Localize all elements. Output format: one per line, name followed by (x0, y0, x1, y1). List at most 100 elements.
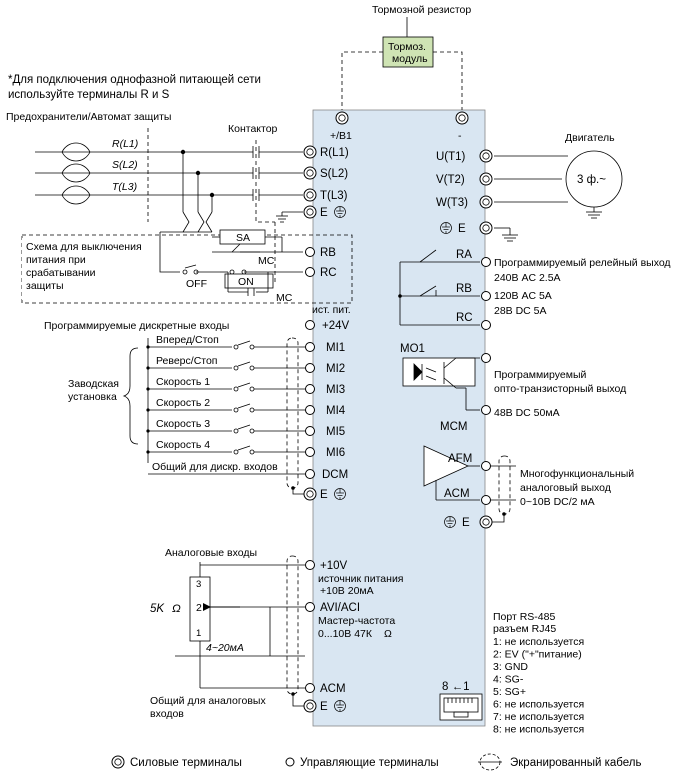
legend: Силовые терминалы Управляющие терминалы … (111, 753, 641, 771)
analog-out-line2: аналоговый выход (520, 482, 611, 494)
switch-label: Скорость 1 (156, 376, 210, 388)
terminal-mo1[interactable] (481, 353, 491, 363)
terminal-rb2[interactable] (481, 291, 491, 301)
protect-line2: питания при (26, 254, 86, 266)
terminal-mi1[interactable] (305, 342, 315, 352)
switch-label: Реверс/Стоп (156, 355, 218, 367)
terminal-avi[interactable] (305, 602, 315, 612)
pot-pin-2: 2 (196, 602, 202, 614)
terminal-w[interactable] (479, 195, 493, 209)
terminal-afm-label: AFM (448, 453, 472, 465)
terminal-e3[interactable] (479, 221, 493, 235)
protect-line1: Схема для выключения (26, 241, 142, 253)
ma-range-label: 4~20мА (206, 642, 244, 654)
terminal-dcm-label: DCM (322, 469, 348, 481)
terminal-e5[interactable] (303, 699, 317, 713)
terminal-minus[interactable] (455, 111, 469, 125)
terminal-mi4[interactable] (305, 405, 315, 415)
ground-icon (334, 206, 346, 218)
protect-line3: срабатывании (26, 267, 96, 279)
terminal-e4[interactable] (479, 515, 493, 529)
drive-body (312, 109, 486, 727)
supply-src-label: ист. пит. (312, 304, 351, 316)
factory-line1: Заводская (68, 378, 119, 390)
common-analog-line1: Общий для аналоговых (150, 695, 266, 707)
terminal-mi3[interactable] (305, 384, 315, 394)
terminal-rc-label: RC (320, 267, 337, 279)
on-label: ON (238, 276, 254, 288)
terminal-e1[interactable] (303, 205, 317, 219)
phase-t-label: T(L3) (112, 181, 137, 193)
terminal-t-label: T(L3) (320, 190, 348, 202)
brake-module (382, 36, 434, 68)
terminal-mi5[interactable] (305, 426, 315, 436)
terminal-avi-label: AVI/ACI (320, 602, 360, 614)
terminal-v[interactable] (479, 172, 493, 186)
terminal-b1-label: +/B1 (330, 130, 352, 142)
terminal-ra[interactable] (481, 257, 491, 267)
terminal-e2[interactable] (303, 487, 317, 501)
supply-line1: источник питания (318, 573, 404, 585)
protect-line4: защиты (26, 280, 64, 292)
terminal-w-label: W(T3) (436, 197, 468, 209)
terminal-acm-out[interactable] (481, 495, 491, 505)
relay-line3: 120В AC 5A (494, 290, 552, 302)
ground-icon (334, 700, 346, 712)
terminal-10v[interactable] (305, 560, 315, 570)
rs485-pin: 2: EV ("+"питание) (493, 649, 582, 661)
terminal-mcm[interactable] (481, 405, 491, 415)
terminal-mi6[interactable] (305, 447, 315, 457)
terminal-mcm-label: MCM (440, 421, 467, 433)
terminal-24v[interactable] (305, 320, 315, 330)
pot-value-label: 5K (150, 603, 165, 615)
rj-arrow-label: 8 ←1 (442, 681, 470, 693)
terminal-rb[interactable] (305, 247, 315, 257)
terminal-rc2-label: RC (456, 312, 473, 324)
rs485-pin: 5: SG+ (493, 686, 526, 698)
terminal-s-label: S(L2) (320, 168, 348, 180)
terminal-mi2[interactable] (305, 363, 315, 373)
shield-cable-digital (286, 337, 299, 489)
mc-label: MC (258, 255, 275, 267)
brake-module-line2: модуль (392, 53, 428, 65)
terminal-dcm[interactable] (305, 469, 315, 479)
terminal-mi6-label: MI6 (326, 447, 345, 459)
terminal-24v-label: +24V (322, 320, 350, 332)
terminal-u[interactable] (479, 149, 493, 163)
left-power-terminals (303, 145, 317, 219)
terminal-acm[interactable] (305, 683, 315, 693)
terminal-b1[interactable] (335, 111, 349, 125)
terminal-rc2[interactable] (481, 320, 491, 330)
analog-out-line1: Многофункциональный (520, 468, 634, 480)
pot-pin-3: 3 (196, 579, 201, 590)
relay-line4: 28В DC 5A (494, 305, 547, 317)
analog-out-line3: 0~10В DC/2 мА (520, 496, 595, 508)
shield-cable-analog-out (498, 455, 511, 515)
terminal-acm-label: ACM (320, 683, 346, 695)
rs485-pin: 8: не используется (493, 724, 584, 736)
analog-inputs-label: Аналоговые входы (165, 547, 257, 559)
terminal-minus-label: - (458, 130, 462, 142)
rs485-pin: 3: GND (493, 661, 528, 673)
terminal-rc[interactable] (305, 267, 315, 277)
supply-line2: +10В 20мА (320, 585, 374, 597)
terminal-t[interactable] (303, 188, 317, 202)
master-line2: 0...10В 47К (318, 628, 373, 640)
terminal-afm[interactable] (481, 461, 491, 471)
amplifier-triangle (423, 445, 469, 487)
off-label: OFF (186, 278, 207, 290)
motor-label: Двигатель (565, 132, 615, 144)
terminal-r[interactable] (303, 145, 317, 159)
switch-label: Вперед/Стоп (156, 334, 219, 346)
brake-resistor-label: Тормозной резистор (372, 4, 471, 16)
phase-s-label: S(L2) (112, 159, 138, 171)
terminal-s[interactable] (303, 166, 317, 180)
motor-phase-label: 3 ф.~ (577, 174, 606, 186)
fuses-label: Предохранители/Автомат защиты (6, 111, 171, 123)
